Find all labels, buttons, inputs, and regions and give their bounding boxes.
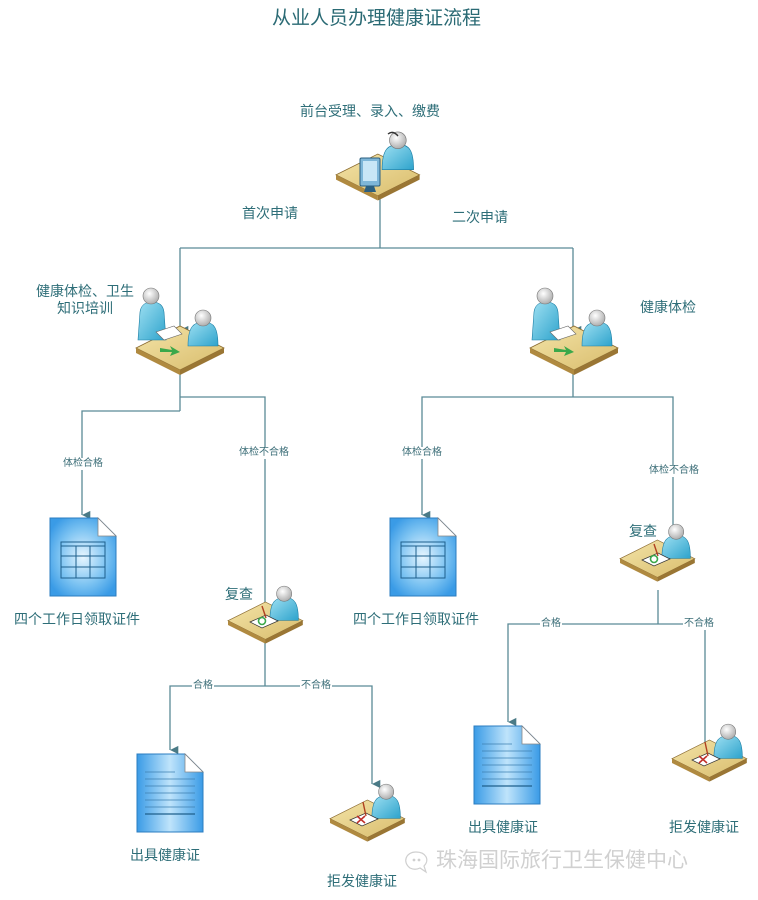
edge-right-fail (573, 396, 682, 550)
first-exam-label: 健康体检、卫生 知识培训 (28, 284, 142, 318)
first-exam-label-line2: 知识培训 (57, 300, 113, 317)
rejection-desk-icon (671, 723, 748, 783)
left-refuse-label: 拒发健康证 (327, 874, 397, 890)
edge-label-left-fail: 体检不合格 (238, 447, 290, 459)
left-recheck-label: 复查 (225, 587, 253, 603)
spreadsheet-document-icon (389, 517, 457, 597)
edge-label-left-recheck-fail: 不合格 (300, 680, 332, 692)
connectors (81, 195, 714, 789)
right-refuse-label: 拒发健康证 (669, 820, 739, 836)
right-issue-label: 出具健康证 (468, 820, 538, 836)
consultation-desk-icon (529, 287, 619, 376)
approval-desk-icon (227, 585, 304, 645)
receptionist-computer-icon (335, 131, 421, 202)
page-title: 从业人员办理健康证流程 (272, 7, 482, 29)
edge-right-recheck-fail (658, 623, 714, 760)
text-document-icon (473, 725, 541, 805)
edge-label-right-pass: 体检合格 (401, 447, 443, 459)
edge-label-right-fail: 体检不合格 (648, 465, 700, 477)
left-issue-label: 出具健康证 (130, 848, 200, 864)
edge-right-recheck-pass (507, 623, 658, 727)
consultation-desk-icon (135, 287, 225, 376)
chat-bubble-icon (405, 851, 428, 874)
edge-left-recheck-pass (169, 685, 265, 755)
edge-left-fail (180, 396, 274, 613)
edge-label-left-pass: 体检合格 (62, 458, 104, 470)
second-exam-label: 健康体检 (640, 300, 696, 316)
edge-label-left-recheck-pass: 合格 (192, 680, 214, 692)
text-document-icon (136, 753, 204, 833)
edge-label-second-apply: 二次申请 (452, 210, 508, 226)
first-exam-label-line1: 健康体检、卫生 (36, 284, 134, 300)
reception-label: 前台受理、录入、缴费 (300, 104, 440, 120)
left-pickup-label: 四个工作日领取证件 (14, 612, 140, 628)
edge-left-recheck-fail (265, 685, 381, 789)
spreadsheet-document-icon (49, 517, 117, 597)
rejection-desk-icon (329, 783, 406, 843)
watermark: 珠海国际旅行卫生保健中心 (436, 848, 688, 872)
approval-desk-icon (619, 523, 696, 583)
right-recheck-label: 复查 (629, 524, 657, 540)
edge-right-pass (421, 396, 573, 520)
edge-label-right-recheck-fail: 不合格 (683, 618, 715, 630)
edge-left-pass (81, 410, 180, 520)
edge-label-right-recheck-pass: 合格 (540, 618, 562, 630)
edge-label-first-apply: 首次申请 (242, 206, 298, 222)
right-pickup-label: 四个工作日领取证件 (353, 612, 479, 628)
